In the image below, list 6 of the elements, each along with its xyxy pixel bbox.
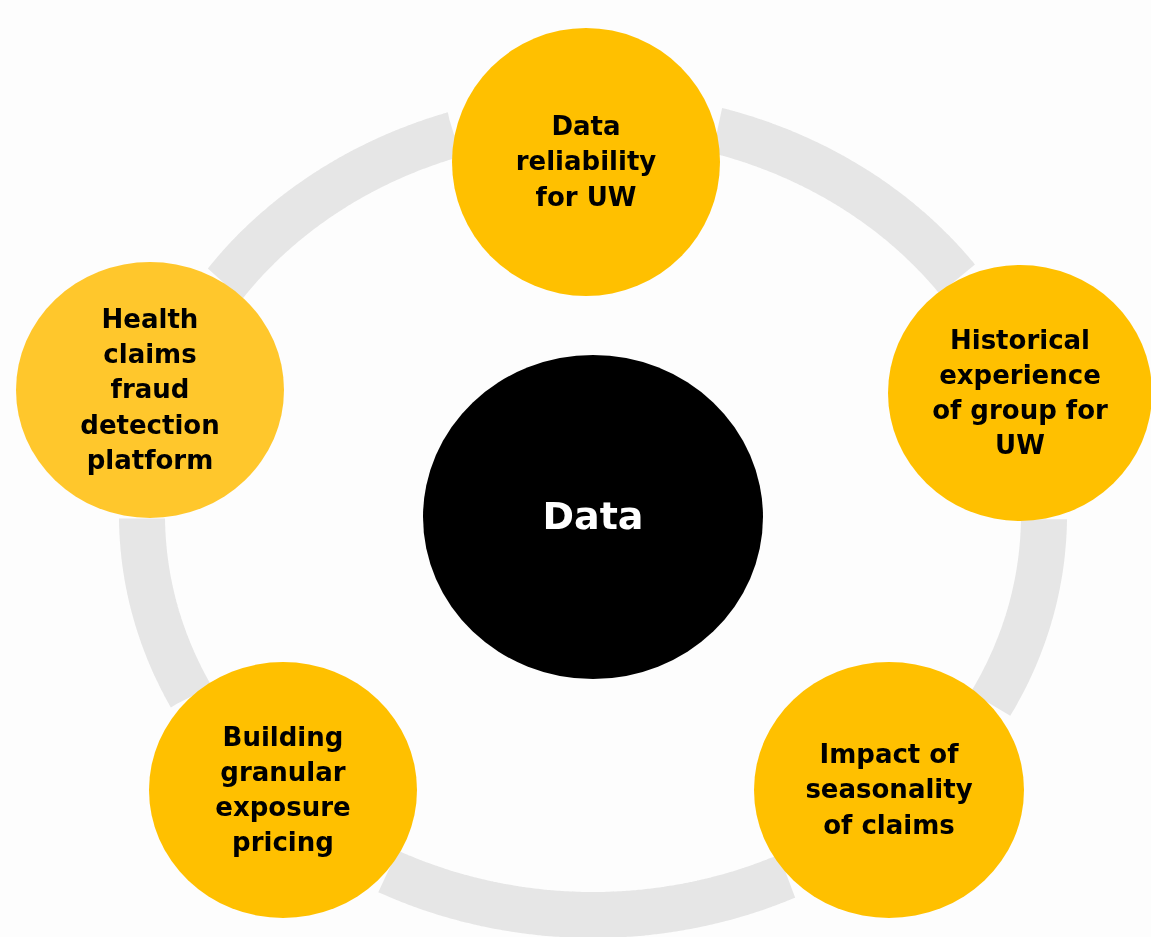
- node-label: Historical experience of group for UW: [931, 323, 1109, 463]
- node-label: Health claims fraud detection platform: [79, 303, 221, 477]
- node-label: Data reliability for UW: [514, 110, 658, 214]
- node-label: Data: [542, 493, 644, 541]
- node-label: Building granular exposure pricing: [214, 720, 352, 860]
- node-label: Impact of seasonality of claims: [804, 738, 974, 842]
